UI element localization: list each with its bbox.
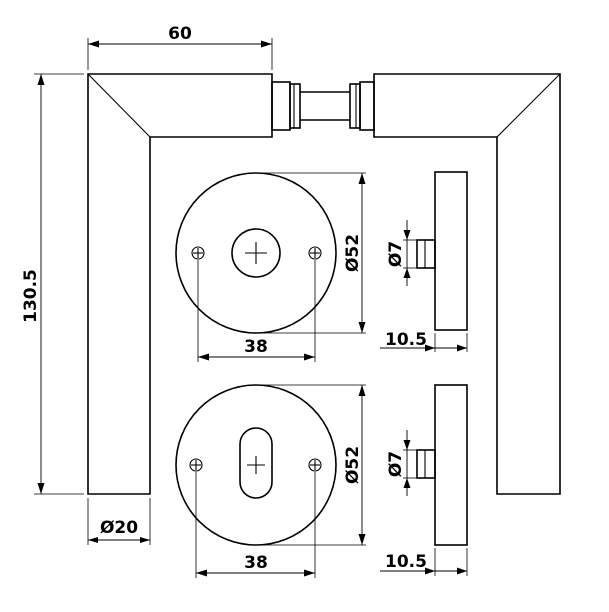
- dimension-handle-diameter: Ø20: [87, 498, 151, 545]
- dimension-label-130-5: 130.5: [21, 269, 41, 323]
- left-lever-handle: [87, 73, 273, 495]
- dimension-label-38-lower: 38: [244, 553, 268, 573]
- dimension-screw-spacing-upper: 38: [197, 260, 316, 362]
- dimension-handle-projection: 60: [87, 24, 273, 70]
- dimension-rose-thickness-upper: 10.5: [380, 330, 468, 352]
- dimension-label-d52-lower: Ø52: [343, 446, 363, 484]
- right-lever-handle: [373, 73, 561, 495]
- dimension-label-d7-lower: Ø7: [386, 451, 406, 477]
- dimension-label-d7-upper: Ø7: [386, 241, 406, 267]
- screw-hole-lower-right: [308, 458, 322, 472]
- dimension-label-10-5-upper: 10.5: [385, 330, 427, 350]
- dimension-screw-spacing-lower: 38: [195, 472, 316, 578]
- dimension-label-10-5-lower: 10.5: [385, 552, 427, 572]
- dimension-label-d20: Ø20: [100, 518, 138, 538]
- lower-rose-front-view: [175, 384, 337, 546]
- screw-hole-upper-left: [191, 246, 205, 260]
- dimension-spindle-diameter-lower: Ø7: [386, 430, 417, 496]
- lower-rose-side-view: [416, 384, 468, 546]
- dimension-label-d52-upper: Ø52: [343, 234, 363, 272]
- dimension-rose-diameter-lower: Ø52: [258, 384, 366, 546]
- dimension-label-60: 60: [168, 24, 192, 44]
- dimension-handle-length: 130.5: [21, 73, 84, 495]
- dimension-rose-diameter-upper: Ø52: [258, 172, 366, 334]
- upper-rose-front-view: [175, 172, 337, 334]
- dimension-spindle-diameter-upper: Ø7: [386, 220, 417, 286]
- screw-hole-upper-right: [308, 246, 322, 260]
- upper-rose-side-view: [416, 171, 468, 331]
- dimension-rose-thickness-lower: 10.5: [380, 548, 468, 576]
- spindle-assembly: [271, 81, 375, 131]
- screw-hole-lower-left: [189, 458, 203, 472]
- dimension-label-38-upper: 38: [244, 337, 268, 357]
